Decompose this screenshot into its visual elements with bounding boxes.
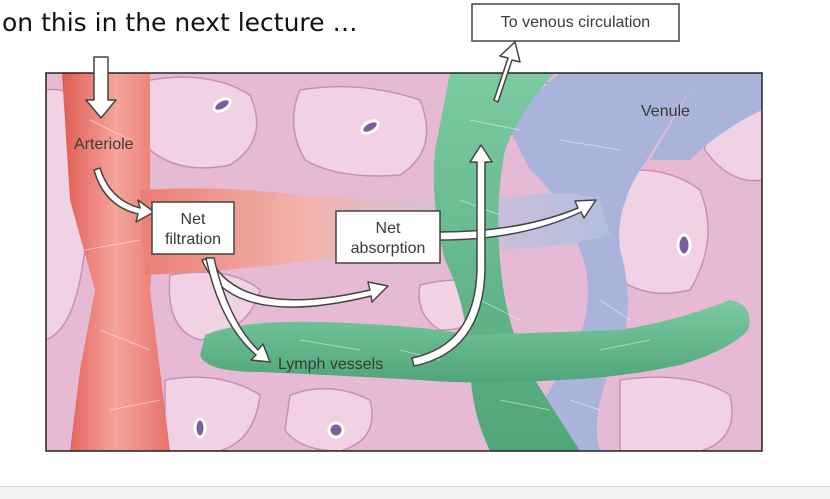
net-absorption-label-line2: absorption — [351, 240, 426, 257]
net-filtration-label-line1: Net — [181, 211, 206, 228]
net-absorption-label-line1: Net — [376, 220, 401, 237]
diagram-frame — [45, 72, 763, 452]
slide-header-text: on this in the next lecture … — [2, 8, 358, 37]
arteriole-label: Arteriole — [74, 136, 134, 153]
arrow-to-venous-circulation — [493, 41, 521, 103]
venous-circulation-label: To venous circulation — [501, 14, 650, 31]
arrow-into-arteriole — [85, 56, 117, 119]
venous-circulation-box — [471, 3, 680, 42]
arrow-filtration-to-lymph — [205, 257, 271, 363]
lymph-vessels-label: Lymph vessels — [278, 356, 383, 373]
lymph-vessel-horizontal — [200, 300, 750, 383]
net-filtration-box — [151, 201, 235, 255]
cell-nuclei — [193, 97, 692, 439]
venule-label: Venule — [641, 103, 690, 120]
venule-branch — [650, 73, 762, 160]
net-filtration-label-line2: filtration — [165, 231, 221, 248]
net-absorption-box — [335, 210, 441, 264]
arrow-filtration-to-absorption — [201, 257, 389, 308]
arrow-lymph-to-venous — [411, 144, 493, 367]
arteriole-vessel — [62, 73, 170, 451]
arrow-arteriole-to-filtration — [93, 167, 155, 223]
bottom-toolbar-strip — [0, 486, 830, 499]
venule-vessel — [505, 73, 700, 451]
